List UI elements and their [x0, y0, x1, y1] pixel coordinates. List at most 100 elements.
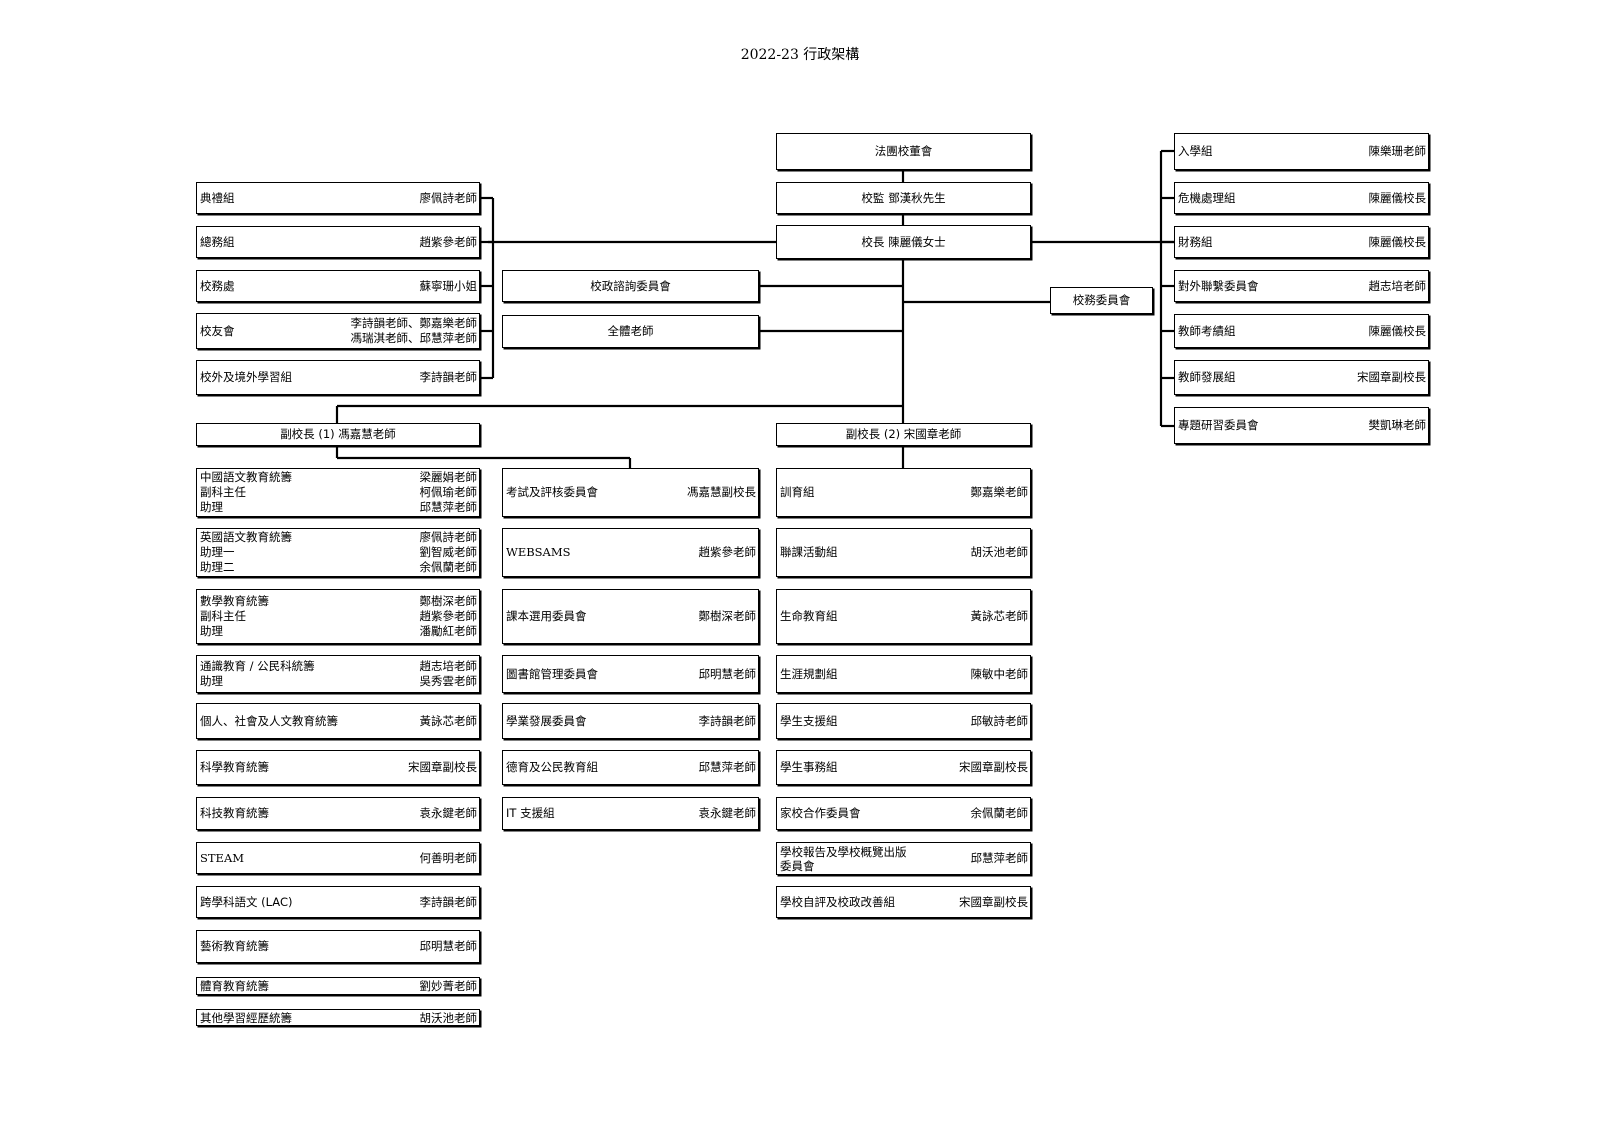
group-person: 胡沃池老師: [970, 545, 1029, 559]
committee-name: 圖書館管理委員會: [506, 666, 598, 681]
subject-person: 宋國章副校長: [408, 760, 477, 774]
subject-name: 科技教育統籌: [200, 806, 269, 820]
subject-box: 科技教育統籌 袁永鍵老師: [196, 797, 480, 830]
group-person: 邱慧萍老師: [970, 851, 1029, 865]
school-affairs-committee-label: 校務委員會: [1072, 293, 1131, 307]
subject-person: 袁永鍵老師: [419, 806, 478, 820]
vice-principal-2-label: 副校長 (2) 宋國章老師: [845, 427, 962, 441]
admin-group-box: 典禮組 廖佩詩老師: [196, 182, 480, 214]
admin-group-box: 校務處 蘇寧珊小姐: [196, 270, 480, 302]
group-person: 陳麗儀校長: [1368, 190, 1427, 205]
role: 助理一: [200, 545, 235, 559]
student-affairs-box: 學校報告及學校概覽出版委員會 邱慧萍老師: [776, 842, 1031, 875]
group-name: 專題研習委員會: [1178, 418, 1259, 432]
committee-person: 鄭樹深老師: [698, 609, 757, 623]
admin-group-box: 總務組 趙紫參老師: [196, 226, 480, 258]
admin-group-box: 財務組 陳麗儀校長: [1174, 226, 1429, 258]
committee-person: 馮嘉慧副校長: [687, 485, 756, 499]
subject-row: 助理邱慧萍老師: [200, 500, 477, 515]
subject-box: 跨學科語文 (LAC) 李詩韻老師: [196, 886, 480, 918]
committee-name: 考試及評核委員會: [506, 485, 598, 499]
committee-box: 課本選用委員會 鄭樹深老師: [502, 589, 759, 644]
student-affairs-box: 家校合作委員會 余佩蘭老師: [776, 797, 1031, 830]
group-person: 李詩韻老師: [419, 370, 478, 384]
group-name: 生涯規劃組: [780, 666, 838, 681]
committee-person: 李詩韻老師: [698, 713, 757, 728]
subject-name: 體育教育統籌: [200, 979, 269, 993]
subject-row: 副科主任 柯佩瑜老師: [200, 485, 477, 500]
group-name: 校外及境外學習組: [200, 370, 292, 384]
subject-row: 助理二余佩蘭老師: [200, 560, 477, 575]
supervisor-label: 校監 鄧漢秋先生: [861, 190, 946, 205]
group-person: 蘇寧珊小姐: [419, 278, 478, 293]
group-name: 家校合作委員會: [780, 806, 861, 820]
committee-box: 考試及評核委員會 馮嘉慧副校長: [502, 468, 759, 517]
group-name: 入學組: [1178, 144, 1213, 158]
group-name: 學校自評及校政改善組: [780, 894, 895, 909]
person: 廖佩詩老師: [419, 530, 478, 544]
group-person: 宋國章副校長: [1357, 370, 1426, 384]
all-teachers-label: 全體老師: [607, 324, 654, 338]
student-affairs-box: 學生支援組 邱敏詩老師: [776, 703, 1031, 739]
committee-box: 圖書館管理委員會 邱明慧老師: [502, 655, 759, 693]
committee-name: 德育及公民教育組: [506, 760, 598, 774]
subject-box: 藝術教育統籌 邱明慧老師: [196, 930, 480, 963]
group-name: 學生支援組: [780, 713, 838, 728]
admin-group-box: 教師考績組 陳麗儀校長: [1174, 314, 1429, 348]
subject-box: 其他學習經歷統籌 胡沃池老師: [196, 1009, 480, 1026]
subject-person: 劉妙菁老師: [419, 979, 478, 993]
group-name: 校務處: [200, 278, 235, 293]
committee-box: 學業發展委員會 李詩韻老師: [502, 703, 759, 739]
admin-group-box: 校友會 李詩韻老師、鄭嘉樂老師 馮瑞淇老師、邱慧萍老師: [196, 313, 480, 349]
chart-title: 2022-23 行政架構: [740, 47, 860, 63]
group-person: 邱敏詩老師: [970, 713, 1029, 728]
person: 柯佩瑜老師: [419, 485, 478, 499]
advisory-committee-box: 校政諮詢委員會: [502, 270, 759, 302]
principal-box: 校長 陳麗儀女士: [776, 225, 1031, 259]
subject-name: STEAM: [200, 850, 245, 865]
subject-box: 通識教育 / 公民科統籌趙志培老師 助理吳秀雲老師: [196, 655, 480, 693]
subject-person: 胡沃池老師: [419, 1010, 478, 1025]
subject-row: 中國語文教育統籌梁麗娟老師: [200, 470, 477, 485]
subject-box: 體育教育統籌 劉妙菁老師: [196, 977, 480, 995]
vice-principal-1-box: 副校長 (1) 馮嘉慧老師: [196, 423, 480, 446]
role: 英國語文教育統籌: [200, 530, 292, 544]
committee-person: 邱慧萍老師: [698, 760, 757, 774]
person: 劉智威老師: [419, 545, 478, 559]
subject-row: 助理吳秀雲老師: [200, 674, 477, 689]
student-affairs-box: 生命教育組 黃詠芯老師: [776, 589, 1031, 644]
subject-name: 藝術教育統籌: [200, 939, 269, 953]
committee-box: 德育及公民教育組 邱慧萍老師: [502, 750, 759, 785]
role: 副科主任: [200, 485, 246, 499]
role: 通識教育 / 公民科統籌: [200, 659, 315, 673]
person: 鄭樹深老師: [419, 594, 478, 608]
group-person: 樊凱琳老師: [1368, 418, 1427, 432]
admin-group-box: 教師發展組 宋國章副校長: [1174, 360, 1429, 395]
subject-name: 跨學科語文 (LAC): [200, 894, 293, 909]
group-person: 趙志培老師: [1368, 278, 1427, 293]
subject-row: 英國語文教育統籌 廖佩詩老師: [200, 530, 477, 545]
group-person: 陳麗儀校長: [1368, 323, 1427, 338]
committee-person: 袁永鍵老師: [698, 806, 757, 820]
role: 數學教育統籌: [200, 594, 269, 608]
group-name: 危機處理組: [1178, 190, 1236, 205]
admin-group-box: 專題研習委員會 樊凱琳老師: [1174, 407, 1429, 444]
person: 吳秀雲老師: [419, 674, 478, 688]
group-person: 李詩韻老師、鄭嘉樂老師: [350, 316, 478, 330]
group-name: 訓育組: [780, 485, 815, 499]
admin-group-box: 危機處理組 陳麗儀校長: [1174, 182, 1429, 214]
role: 副科主任: [200, 609, 246, 623]
group-name: 學校報告及學校概覽出版委員會: [780, 844, 907, 873]
subject-box: 英國語文教育統籌 廖佩詩老師 助理一 劉智威老師 助理二余佩蘭老師: [196, 528, 480, 577]
group-name: 對外聯繫委員會: [1178, 278, 1259, 293]
supervisor-box: 校監 鄧漢秋先生: [776, 182, 1031, 214]
committee-name: 學業發展委員會: [506, 713, 587, 728]
group-persons: 李詩韻老師、鄭嘉樂老師 馮瑞淇老師、邱慧萍老師: [351, 316, 478, 346]
student-affairs-box: 學生事務組 宋國章副校長: [776, 750, 1031, 785]
group-person: 趙紫參老師: [419, 234, 478, 249]
board-box: 法團校董會: [776, 133, 1031, 170]
subject-person: 何善明老師: [419, 850, 478, 865]
group-name: 教師考績組: [1178, 323, 1236, 338]
group-name: 校友會: [200, 323, 235, 338]
group-person: 余佩蘭老師: [970, 806, 1029, 820]
